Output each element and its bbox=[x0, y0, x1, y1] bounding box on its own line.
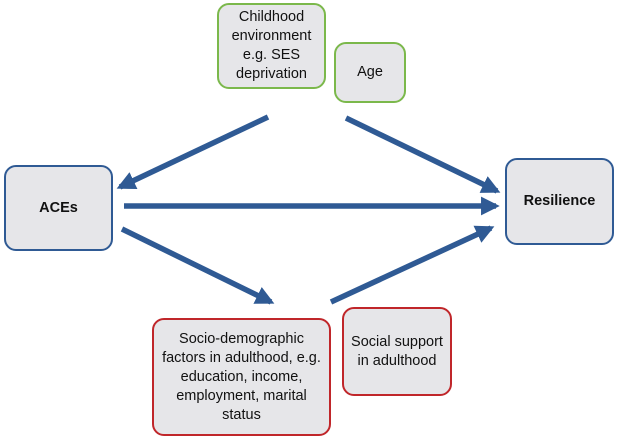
node-age: Age bbox=[334, 42, 406, 103]
arrow-aces-to-socio bbox=[120, 226, 275, 305]
node-socio-demographic-label: Socio-demographic factors in adulthood, … bbox=[162, 330, 321, 423]
node-social-support: Social support in adulthood bbox=[342, 307, 452, 396]
arrow-social-to-resilience bbox=[329, 225, 495, 305]
node-socio-demographic: Socio-demographic factors in adulthood, … bbox=[152, 318, 331, 436]
node-resilience-label: Resilience bbox=[523, 193, 596, 209]
node-age-label: Age bbox=[357, 64, 383, 80]
node-resilience: Resilience bbox=[505, 158, 614, 245]
node-social-support-label: Social support in adulthood bbox=[351, 333, 443, 369]
node-aces: ACEs bbox=[4, 165, 113, 251]
arrow-childhood-to-aces bbox=[116, 114, 270, 190]
node-childhood-environment: Childhood environment e.g. SES deprivati… bbox=[217, 3, 326, 89]
arrow-age-to-resilience bbox=[344, 115, 501, 194]
node-aces-label: ACEs bbox=[39, 199, 78, 216]
node-childhood-environment-label: Childhood environment e.g. SES deprivati… bbox=[231, 9, 312, 82]
